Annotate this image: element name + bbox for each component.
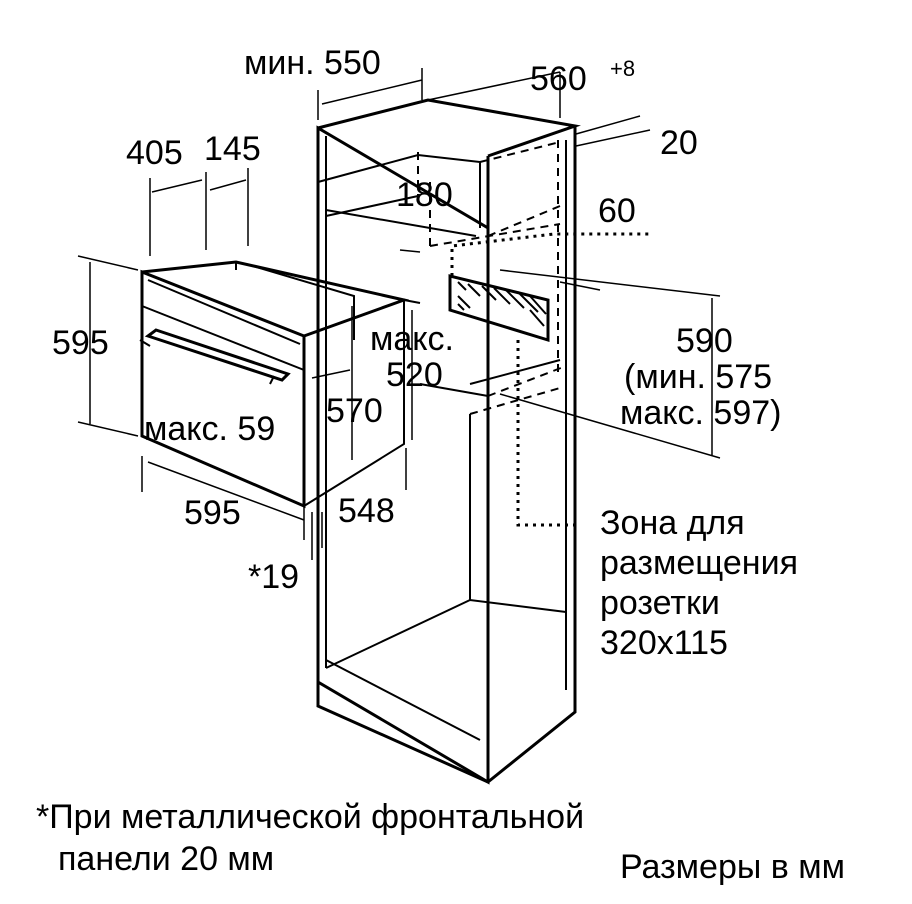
oven [139,260,421,509]
socket-zone-label-line1: Зона для [600,504,745,542]
footnote-line1: *При металлической фронтальной [36,798,585,836]
label-560: 560 [530,60,587,98]
label-19: *19 [248,558,300,596]
socket-zone-label-line3: розетки [600,584,720,622]
label-20: 20 [660,124,698,162]
label-595-width: 595 [184,494,241,532]
label-min-550: мин. 550 [244,44,381,82]
label-590-min: (мин. 575 [624,358,773,396]
units-note: Размеры в мм [620,848,846,886]
cabinet [316,98,581,785]
label-180: 180 [396,176,453,214]
label-590-max: макс. 597) [620,394,782,432]
label-590: 590 [676,322,733,360]
label-405: 405 [126,134,183,172]
label-560-tolerance: +8 [610,56,636,81]
label-595-height: 595 [52,324,109,362]
label-548: 548 [338,492,395,530]
footnote-line2: панели 20 мм [58,840,275,878]
label-max-59: макс. 59 [144,410,276,448]
label-60: 60 [598,192,636,230]
label-145: 145 [204,130,261,168]
dimension-lines [77,68,721,560]
socket-zone-label-line2: размещения [600,544,798,582]
label-max-520-line2: 520 [386,356,443,394]
socket-zone [448,232,650,527]
label-max-520-line1: макс. [370,320,454,358]
label-570: 570 [326,392,383,430]
socket-zone-label-line4: 320x115 [600,624,728,662]
